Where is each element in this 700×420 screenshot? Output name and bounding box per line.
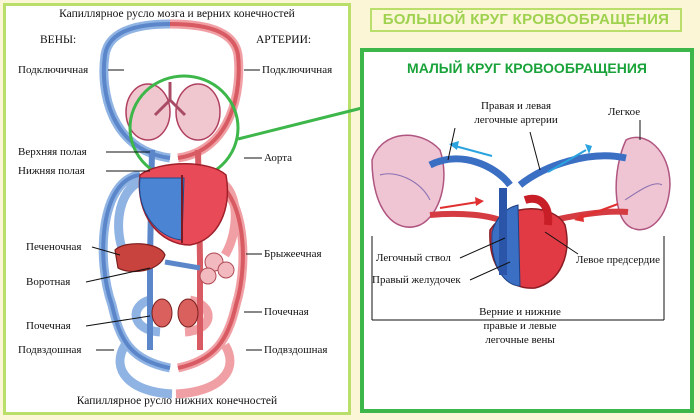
kidney-right-icon: [177, 298, 199, 328]
label-hepatic-vein: Печеночная: [26, 241, 82, 253]
label-right-ventricle: Правый желудочек: [372, 274, 461, 286]
lung-right-icon: [175, 83, 221, 141]
lung-left-icon: [125, 83, 171, 141]
heart-icon: [138, 163, 228, 246]
top-capillary-caption: Капиллярное русло мозга и верних конечно…: [59, 8, 295, 20]
arteries-header: АРТЕРИИ:: [256, 34, 312, 46]
pulmonary-drawing: [371, 120, 671, 321]
label-superior-vena-cava: Верхняя полая: [18, 146, 87, 158]
label-pulmonary-trunk: Легочный ствол: [376, 252, 451, 264]
label-pointer-lines: [85, 69, 262, 351]
label-iliac-vein: Подвздошная: [18, 344, 82, 356]
lung-icon-right: [615, 136, 671, 231]
label-iliac-artery: Подвздошная: [264, 344, 328, 356]
label-pulmonary-veins-3: легочные вены: [485, 334, 555, 346]
label-portal-vein: Воротная: [26, 276, 71, 288]
label-pulmonary-veins-2: правые и левые: [483, 320, 557, 332]
pulmonary-circulation-title: МАЛЫЙ КРУГ КРОВООБРАЩЕНИЯ: [407, 60, 647, 76]
label-subclavian-artery: Подключичная: [262, 64, 333, 76]
label-pulmonary-veins-1: Верние и нижние: [479, 306, 561, 318]
label-renal-vein: Почечная: [26, 320, 71, 332]
label-inferior-vena-cava: Нижняя полая: [18, 165, 85, 177]
lung-icon-left: [371, 134, 445, 228]
connector-line: [237, 106, 363, 141]
label-mesenteric-artery: Брыжеечная: [264, 248, 322, 260]
systemic-circulation-title: БОЛЬШОЙ КРУГ КРОВООБРАЩЕНИЯ: [370, 8, 682, 32]
label-lung: Легкое: [608, 106, 641, 118]
label-left-atrium: Левое предсердие: [576, 254, 660, 266]
intestine-icon: [199, 252, 235, 285]
veins-header: ВЕНЫ:: [40, 34, 77, 46]
label-renal-artery: Почечная: [264, 306, 309, 318]
label-pulmonary-arteries-2: легочные артерии: [474, 114, 558, 126]
label-aorta: Аорта: [264, 152, 293, 164]
label-subclavian-vein: Подключичная: [18, 64, 89, 76]
kidney-left-icon: [151, 298, 173, 328]
bottom-capillary-caption: Капиллярное русло нижних конечностей: [76, 395, 278, 407]
label-pulmonary-arteries-1: Правая и левая: [480, 100, 552, 112]
liver-icon: [114, 243, 166, 273]
